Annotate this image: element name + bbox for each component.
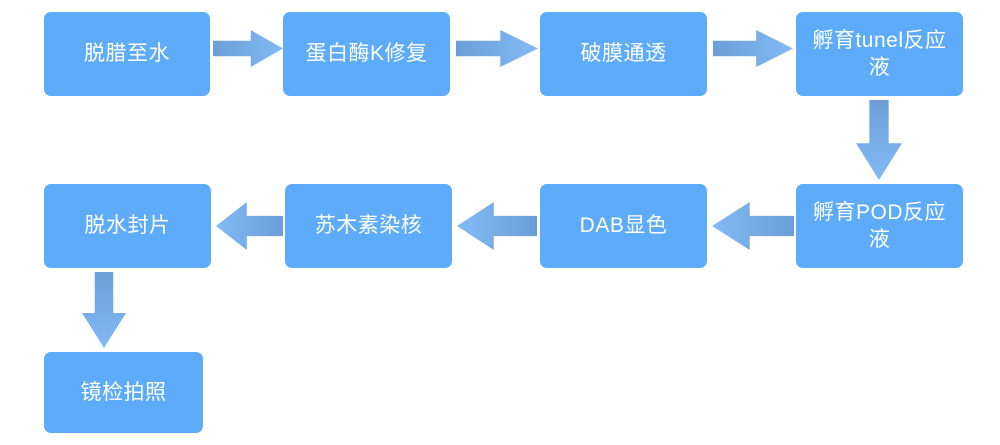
flow-node-label: 破膜通透 bbox=[580, 42, 667, 66]
flow-node-n9[interactable]: 镜检拍照 bbox=[44, 352, 203, 433]
flow-node-n6[interactable]: DAB显色 bbox=[540, 184, 707, 268]
arrow-left bbox=[457, 202, 537, 250]
flow-node-label: 孵育POD反应液 bbox=[812, 200, 946, 251]
arrow-left bbox=[216, 202, 283, 250]
flow-node-label: 脱腊至水 bbox=[84, 42, 170, 66]
flow-node-label: 镜检拍照 bbox=[80, 380, 167, 404]
arrow-right bbox=[456, 30, 538, 67]
flow-node-label: 苏木素染核 bbox=[314, 214, 423, 238]
flow-node-label: 脱水封片 bbox=[84, 214, 171, 238]
arrow-down bbox=[856, 100, 902, 180]
flow-node-n1[interactable]: 脱腊至水 bbox=[44, 12, 210, 96]
arrow-down bbox=[82, 272, 126, 348]
flow-node-n7[interactable]: 苏木素染核 bbox=[285, 184, 452, 268]
flow-node-n4[interactable]: 孵育tunel反应液 bbox=[796, 12, 963, 96]
flow-node-n8[interactable]: 脱水封片 bbox=[44, 184, 211, 268]
arrow-right bbox=[213, 30, 283, 67]
flow-node-n3[interactable]: 破膜通透 bbox=[540, 12, 707, 96]
flow-node-label: 孵育tunel反应液 bbox=[812, 28, 947, 79]
arrow-left bbox=[712, 202, 794, 250]
arrow-right bbox=[713, 30, 793, 67]
flow-node-n5[interactable]: 孵育POD反应液 bbox=[796, 184, 963, 268]
flow-node-n2[interactable]: 蛋白酶K修复 bbox=[283, 12, 450, 96]
flow-node-label: DAB显色 bbox=[579, 214, 668, 238]
flow-node-label: 蛋白酶K修复 bbox=[305, 42, 428, 66]
